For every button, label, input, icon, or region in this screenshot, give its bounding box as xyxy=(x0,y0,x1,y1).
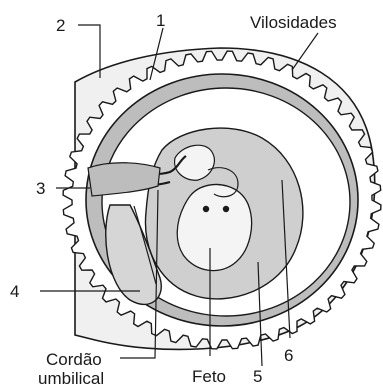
label-3: 3 xyxy=(36,180,45,197)
fetus-eye-right xyxy=(223,206,229,212)
fetus-eye-left xyxy=(203,206,209,212)
leader-2 xyxy=(78,25,100,78)
label-1: 1 xyxy=(156,12,165,29)
label-cordao-line1: Cordão xyxy=(46,351,102,368)
label-5: 5 xyxy=(253,368,262,385)
label-6: 6 xyxy=(284,347,293,364)
label-cordao-line2: umbilical xyxy=(38,370,104,387)
label-4: 4 xyxy=(10,283,19,300)
label-vilosidades: Vilosidades xyxy=(250,14,337,31)
label-2: 2 xyxy=(56,17,65,34)
label-feto: Feto xyxy=(192,368,226,385)
